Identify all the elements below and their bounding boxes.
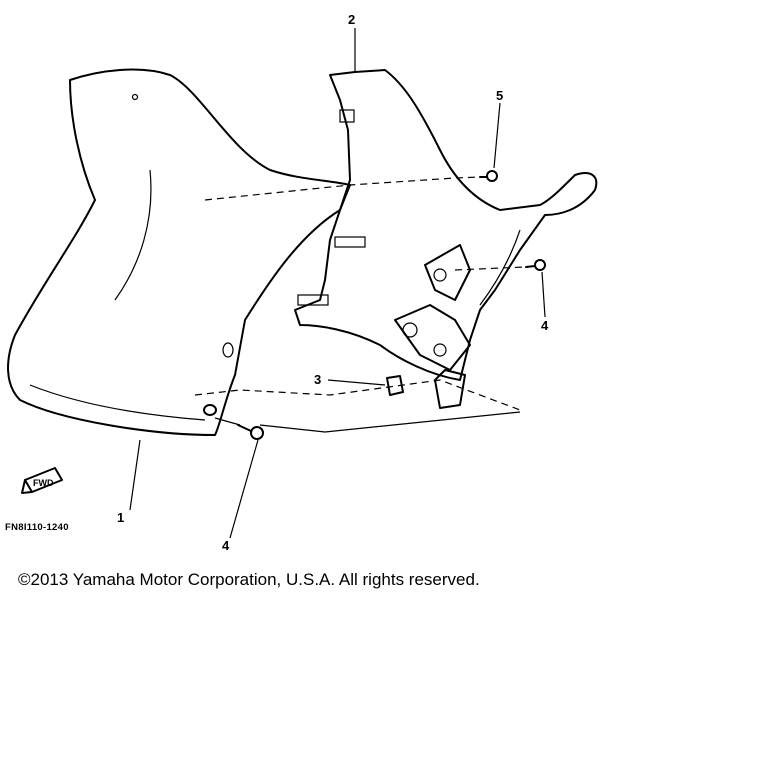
- callout-3: 3: [314, 372, 321, 387]
- bolt-upper-part: [525, 259, 546, 271]
- copyright-notice: ©2013 Yamaha Motor Corporation, U.S.A. A…: [18, 570, 480, 589]
- fwd-label: FWD: [33, 478, 54, 488]
- grommet-part: [386, 375, 404, 396]
- inner-cover-panel: [294, 69, 598, 381]
- callout-4-upper: 4: [541, 318, 549, 333]
- callout-1: 1: [117, 510, 124, 525]
- callout-2: 2: [348, 12, 355, 27]
- mounting-brackets: [394, 244, 471, 409]
- forward-direction-arrow: FWD: [21, 467, 63, 494]
- leader-lines: [129, 28, 546, 539]
- screw-part: [479, 170, 498, 182]
- callout-4-lower: 4: [222, 538, 230, 553]
- bolt-lower-part: [203, 404, 264, 440]
- assembly-lines: [194, 176, 526, 433]
- parts-diagram: FWD 2 5 4 3 1 4 FN8I110-1240: [5, 12, 598, 553]
- lower-fairing-panel: [7, 68, 351, 436]
- part-code: FN8I110-1240: [5, 522, 69, 533]
- callout-5: 5: [496, 88, 503, 103]
